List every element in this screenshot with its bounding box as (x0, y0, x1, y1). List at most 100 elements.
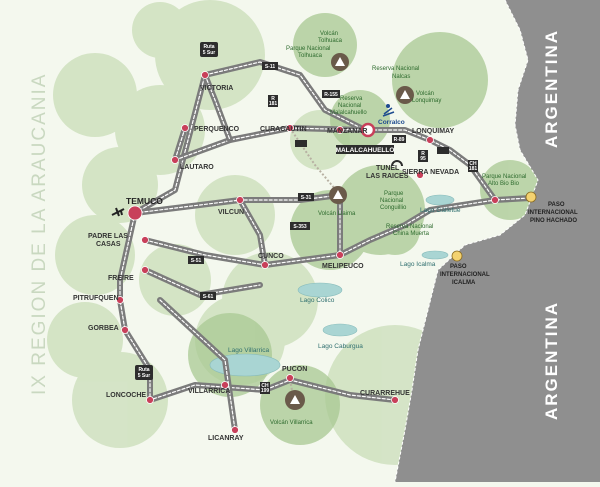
svg-text:R: R (421, 151, 425, 157)
town-label-curarrehue: CURARREHUE (360, 390, 410, 397)
town-label-victoria: VICTORIA (200, 85, 233, 92)
town-dot-loncoche[interactable] (146, 396, 154, 404)
argentina-region (395, 0, 600, 482)
region-label: IX REGION DE LA ARAUCANIA (29, 73, 50, 395)
route-label-s31: S-31 (298, 193, 314, 201)
svg-text:Lago Colico: Lago Colico (300, 297, 335, 304)
svg-text:Nalcas: Nalcas (392, 74, 410, 80)
svg-text:S-31: S-31 (301, 195, 312, 201)
town-label-tunel-2: LAS RAICES (366, 173, 409, 180)
town-dot-temuco[interactable] (127, 205, 143, 221)
lake-caburgua (322, 323, 358, 337)
svg-text:CH: CH (261, 383, 269, 389)
town-dot-cunco[interactable] (261, 261, 269, 269)
town-dot-pucon[interactable] (286, 374, 294, 382)
svg-text:199: 199 (261, 388, 270, 394)
park-labels: Parque Nacional Tolhuaca Reserva Naciona… (286, 46, 526, 237)
svg-text:Nacional: Nacional (380, 198, 403, 204)
town-dot-victoria[interactable] (201, 71, 209, 79)
svg-text:181: 181 (469, 166, 478, 172)
svg-text:Lonquimay: Lonquimay (412, 98, 441, 104)
svg-text:Volcán Llaima: Volcán Llaima (318, 211, 356, 217)
town-dot-curacautin[interactable] (286, 124, 294, 132)
svg-text:Nacional: Nacional (338, 103, 361, 109)
town-dot-manzanar[interactable] (336, 126, 344, 134)
argentina-label-south: ARGENTINA (542, 301, 561, 420)
svg-text:Reserva Nacional: Reserva Nacional (372, 66, 419, 72)
town-label-perquenco: PERQUENCO (194, 126, 240, 133)
svg-text:PINO HACHADO: PINO HACHADO (530, 218, 577, 224)
town-label-vilcun: VILCUN (218, 209, 244, 216)
svg-text:Lago Villarrica: Lago Villarrica (228, 347, 269, 354)
border-line (394, 0, 539, 483)
town-label-melipeuco: MELIPEUCO (322, 263, 364, 270)
town-dots (116, 71, 499, 434)
town-dot-sierra-nevada[interactable] (416, 171, 424, 179)
svg-text:PASO: PASO (548, 202, 565, 208)
svg-text:INTERNACIONAL: INTERNACIONAL (528, 210, 578, 216)
town-dot-lautaro[interactable] (171, 156, 179, 164)
town-label-malalcahuello: MALALCAHUELLO (336, 147, 395, 154)
town-dot-perquenco[interactable] (181, 124, 189, 132)
argentina-label-north: ARGENTINA (542, 29, 561, 148)
volcano-labels: Volcán Tolhuaca Volcán Lonquimay Volcán … (270, 31, 441, 426)
town-dot-freire[interactable] (141, 266, 149, 274)
ski-label: Corralco (378, 119, 405, 126)
lake-labels: Lago Colico Lago Caburgua Lago Villarric… (228, 207, 461, 354)
svg-text:Tolhuaca: Tolhuaca (318, 38, 343, 44)
svg-text:Parque: Parque (384, 191, 404, 197)
town-label-padre-las-casas-1: PADRE LAS (88, 233, 128, 240)
svg-text:CH: CH (469, 161, 477, 167)
town-dot-melipeuco[interactable] (336, 251, 344, 259)
lake-colico (297, 282, 343, 298)
svg-text:181: 181 (269, 101, 278, 107)
lake-galletue (425, 194, 455, 206)
service-icon (437, 147, 449, 154)
svg-text:95: 95 (420, 156, 426, 162)
svg-text:PASO: PASO (450, 264, 467, 270)
svg-text:Volcán: Volcán (416, 91, 434, 97)
pass-pino-hachado-icon (525, 191, 537, 203)
svg-text:Parque Nacional: Parque Nacional (286, 46, 330, 52)
svg-text:Parque Nacional: Parque Nacional (482, 174, 526, 180)
town-dot-lonquimay[interactable] (426, 136, 434, 144)
svg-text:Alto Bio Bio: Alto Bio Bio (488, 181, 520, 187)
svg-text:R-155: R-155 (324, 92, 338, 98)
town-dot-vilcun[interactable] (236, 196, 244, 204)
town-marker-malalcahuello[interactable] (360, 122, 376, 138)
svg-text:INTERNACIONAL: INTERNACIONAL (440, 272, 490, 278)
town-dot-padre-las-casas[interactable] (141, 236, 149, 244)
svg-text:Volcán Villarrica: Volcán Villarrica (270, 420, 313, 426)
town-dot-alto-bio-bio[interactable] (491, 196, 499, 204)
route-label-s11: S-11 (262, 62, 278, 70)
volcano-villarrica-icon (285, 390, 305, 410)
town-label-lonquimay: LONQUIMAY (412, 128, 454, 135)
town-label-tunel-1: TUNEL (376, 165, 400, 172)
svg-text:S-61: S-61 (203, 294, 214, 300)
town-dot-villarrica[interactable] (221, 381, 229, 389)
town-label-gorbea: GORBEA (88, 325, 119, 332)
town-label-pucon: PUCON (282, 366, 307, 373)
route-label-r89: R-89 (392, 135, 406, 143)
town-dot-curarrehue[interactable] (391, 396, 399, 404)
svg-text:Ruta: Ruta (138, 367, 149, 373)
town-label-villarrica: VILLARRICA (188, 388, 230, 395)
malalcahuello-banner: MALALCAHUELLO (336, 145, 395, 154)
town-dot-licanray[interactable] (231, 426, 239, 434)
svg-text:S-51: S-51 (191, 258, 202, 264)
volcano-llaima-icon (329, 186, 347, 204)
lake-icalma (421, 250, 449, 260)
svg-text:S-11: S-11 (265, 64, 276, 70)
town-dot-gorbea[interactable] (121, 326, 129, 334)
service-icon (295, 140, 307, 147)
volcano-lonquimay-icon (396, 86, 414, 104)
town-label-pitrufquen: PITRUFQUEN (73, 295, 119, 302)
svg-text:Reserva Nacional: Reserva Nacional (386, 224, 433, 230)
svg-text:Ruta: Ruta (203, 44, 214, 50)
town-dot-pitrufquen[interactable] (116, 296, 124, 304)
ski-icon (382, 104, 395, 117)
svg-text:Lago Galletue: Lago Galletue (420, 207, 461, 214)
